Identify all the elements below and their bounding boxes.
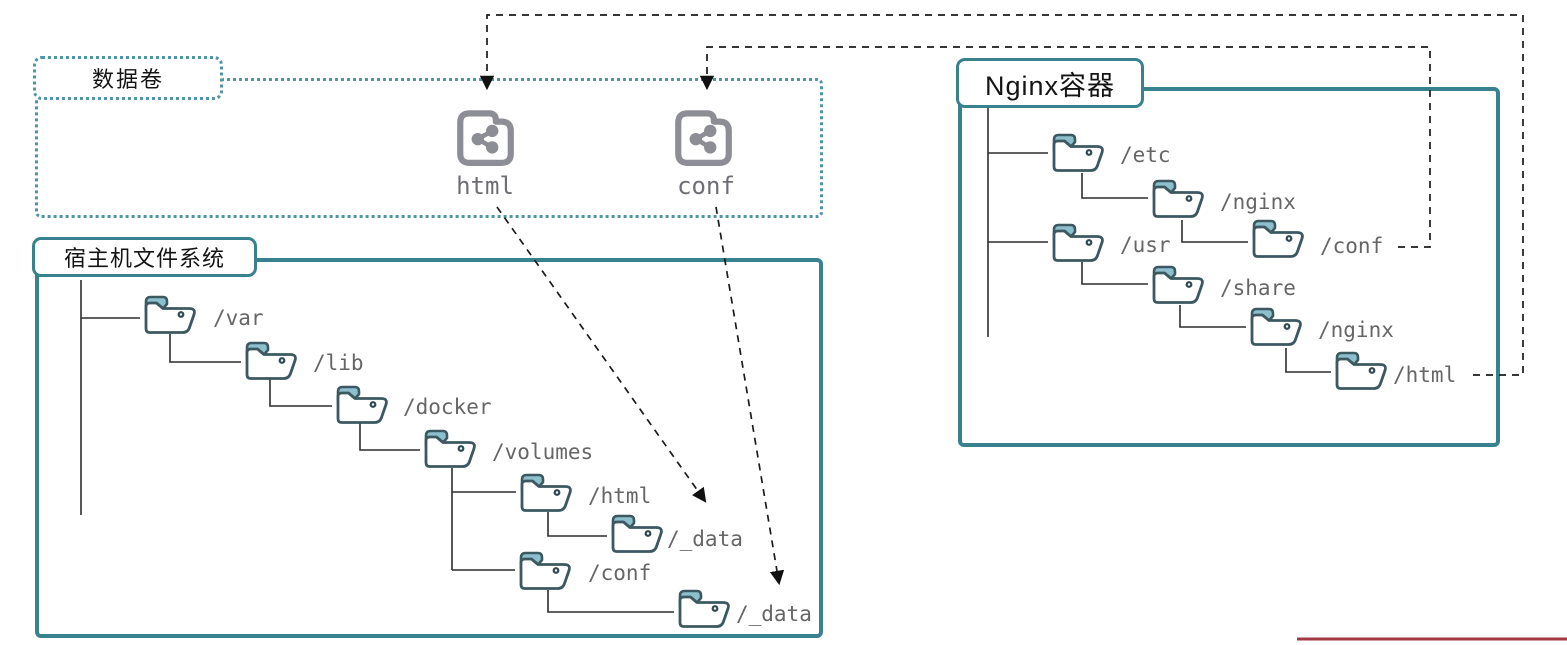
folder-node-volumes bbox=[420, 426, 480, 470]
volume-label-conf: conf bbox=[677, 172, 735, 200]
folder-label-etc: /etc bbox=[1120, 143, 1171, 167]
volume-node-html bbox=[452, 102, 518, 168]
folder-node-etc bbox=[1048, 130, 1108, 174]
folder-node-docker bbox=[332, 382, 392, 426]
nginx-tree-connectors bbox=[987, 105, 1331, 373]
folder-label-host-html: /html bbox=[588, 484, 652, 508]
folder-node-nginx1 bbox=[1148, 176, 1208, 220]
share-folder-icon bbox=[670, 102, 736, 168]
share-folder-icon bbox=[452, 102, 518, 168]
folder-icon bbox=[519, 551, 571, 590]
volume-node-conf bbox=[670, 102, 736, 168]
folder-label-host-conf: /conf bbox=[588, 561, 652, 585]
folder-label-nginx-html: /html bbox=[1393, 363, 1457, 387]
folder-icon bbox=[144, 295, 196, 334]
data-volumes-title-tab: 数据卷 bbox=[33, 56, 223, 100]
nginx-container-title: Nginx容器 bbox=[984, 70, 1116, 101]
folder-node-nginx-conf bbox=[1248, 216, 1308, 260]
folder-label-host-data2: /_data bbox=[736, 602, 812, 626]
folder-icon bbox=[1152, 179, 1204, 218]
folder-icon bbox=[1052, 133, 1104, 172]
folder-node-host-html bbox=[516, 470, 576, 514]
folder-node-host-conf bbox=[515, 548, 575, 592]
link-html-volume bbox=[479, 14, 1524, 376]
link-conf-volume bbox=[699, 46, 1431, 248]
folder-node-host-data1 bbox=[607, 511, 667, 555]
folder-node-var bbox=[140, 292, 200, 336]
folder-label-share: /share bbox=[1220, 276, 1296, 300]
folder-label-docker: /docker bbox=[403, 395, 492, 419]
folder-label-host-data1: /_data bbox=[667, 527, 743, 551]
folder-label-nginx-conf: /conf bbox=[1320, 234, 1384, 258]
folder-node-host-data2 bbox=[674, 586, 734, 630]
folder-icon bbox=[520, 473, 572, 512]
folder-icon bbox=[1335, 351, 1387, 390]
folder-node-nginx-html bbox=[1331, 348, 1391, 392]
folder-icon bbox=[336, 385, 388, 424]
data-volumes-title: 数据卷 bbox=[91, 67, 164, 92]
link-conf-to-hostdata bbox=[715, 206, 785, 586]
folder-icon bbox=[245, 341, 297, 380]
folder-label-nginx1: /nginx bbox=[1220, 190, 1296, 214]
folder-label-lib: /lib bbox=[313, 351, 364, 375]
host-filesystem-title: 宿主机文件系统 bbox=[63, 246, 225, 271]
folder-node-usr bbox=[1048, 220, 1108, 264]
folder-icon bbox=[424, 429, 476, 468]
folder-node-lib bbox=[241, 338, 301, 382]
folder-icon bbox=[1052, 223, 1104, 262]
host-filesystem-title-tab: 宿主机文件系统 bbox=[32, 237, 257, 277]
folder-node-share bbox=[1148, 262, 1208, 306]
folder-icon bbox=[1250, 307, 1302, 346]
folder-label-usr: /usr bbox=[1120, 233, 1171, 257]
folder-label-var: /var bbox=[213, 306, 264, 330]
volume-label-html: html bbox=[456, 172, 514, 200]
folder-label-nginx2: /nginx bbox=[1318, 318, 1394, 342]
folder-icon bbox=[678, 589, 730, 628]
host-tree-connectors bbox=[80, 280, 674, 613]
folder-icon bbox=[611, 514, 663, 553]
folder-node-nginx2 bbox=[1246, 304, 1306, 348]
link-html-to-hostdata bbox=[496, 206, 707, 503]
folder-icon bbox=[1152, 265, 1204, 304]
folder-label-volumes: /volumes bbox=[492, 440, 594, 464]
folder-icon bbox=[1252, 219, 1304, 258]
nginx-container-title-tab: Nginx容器 bbox=[956, 58, 1144, 108]
nginx-container-box bbox=[958, 87, 1500, 447]
